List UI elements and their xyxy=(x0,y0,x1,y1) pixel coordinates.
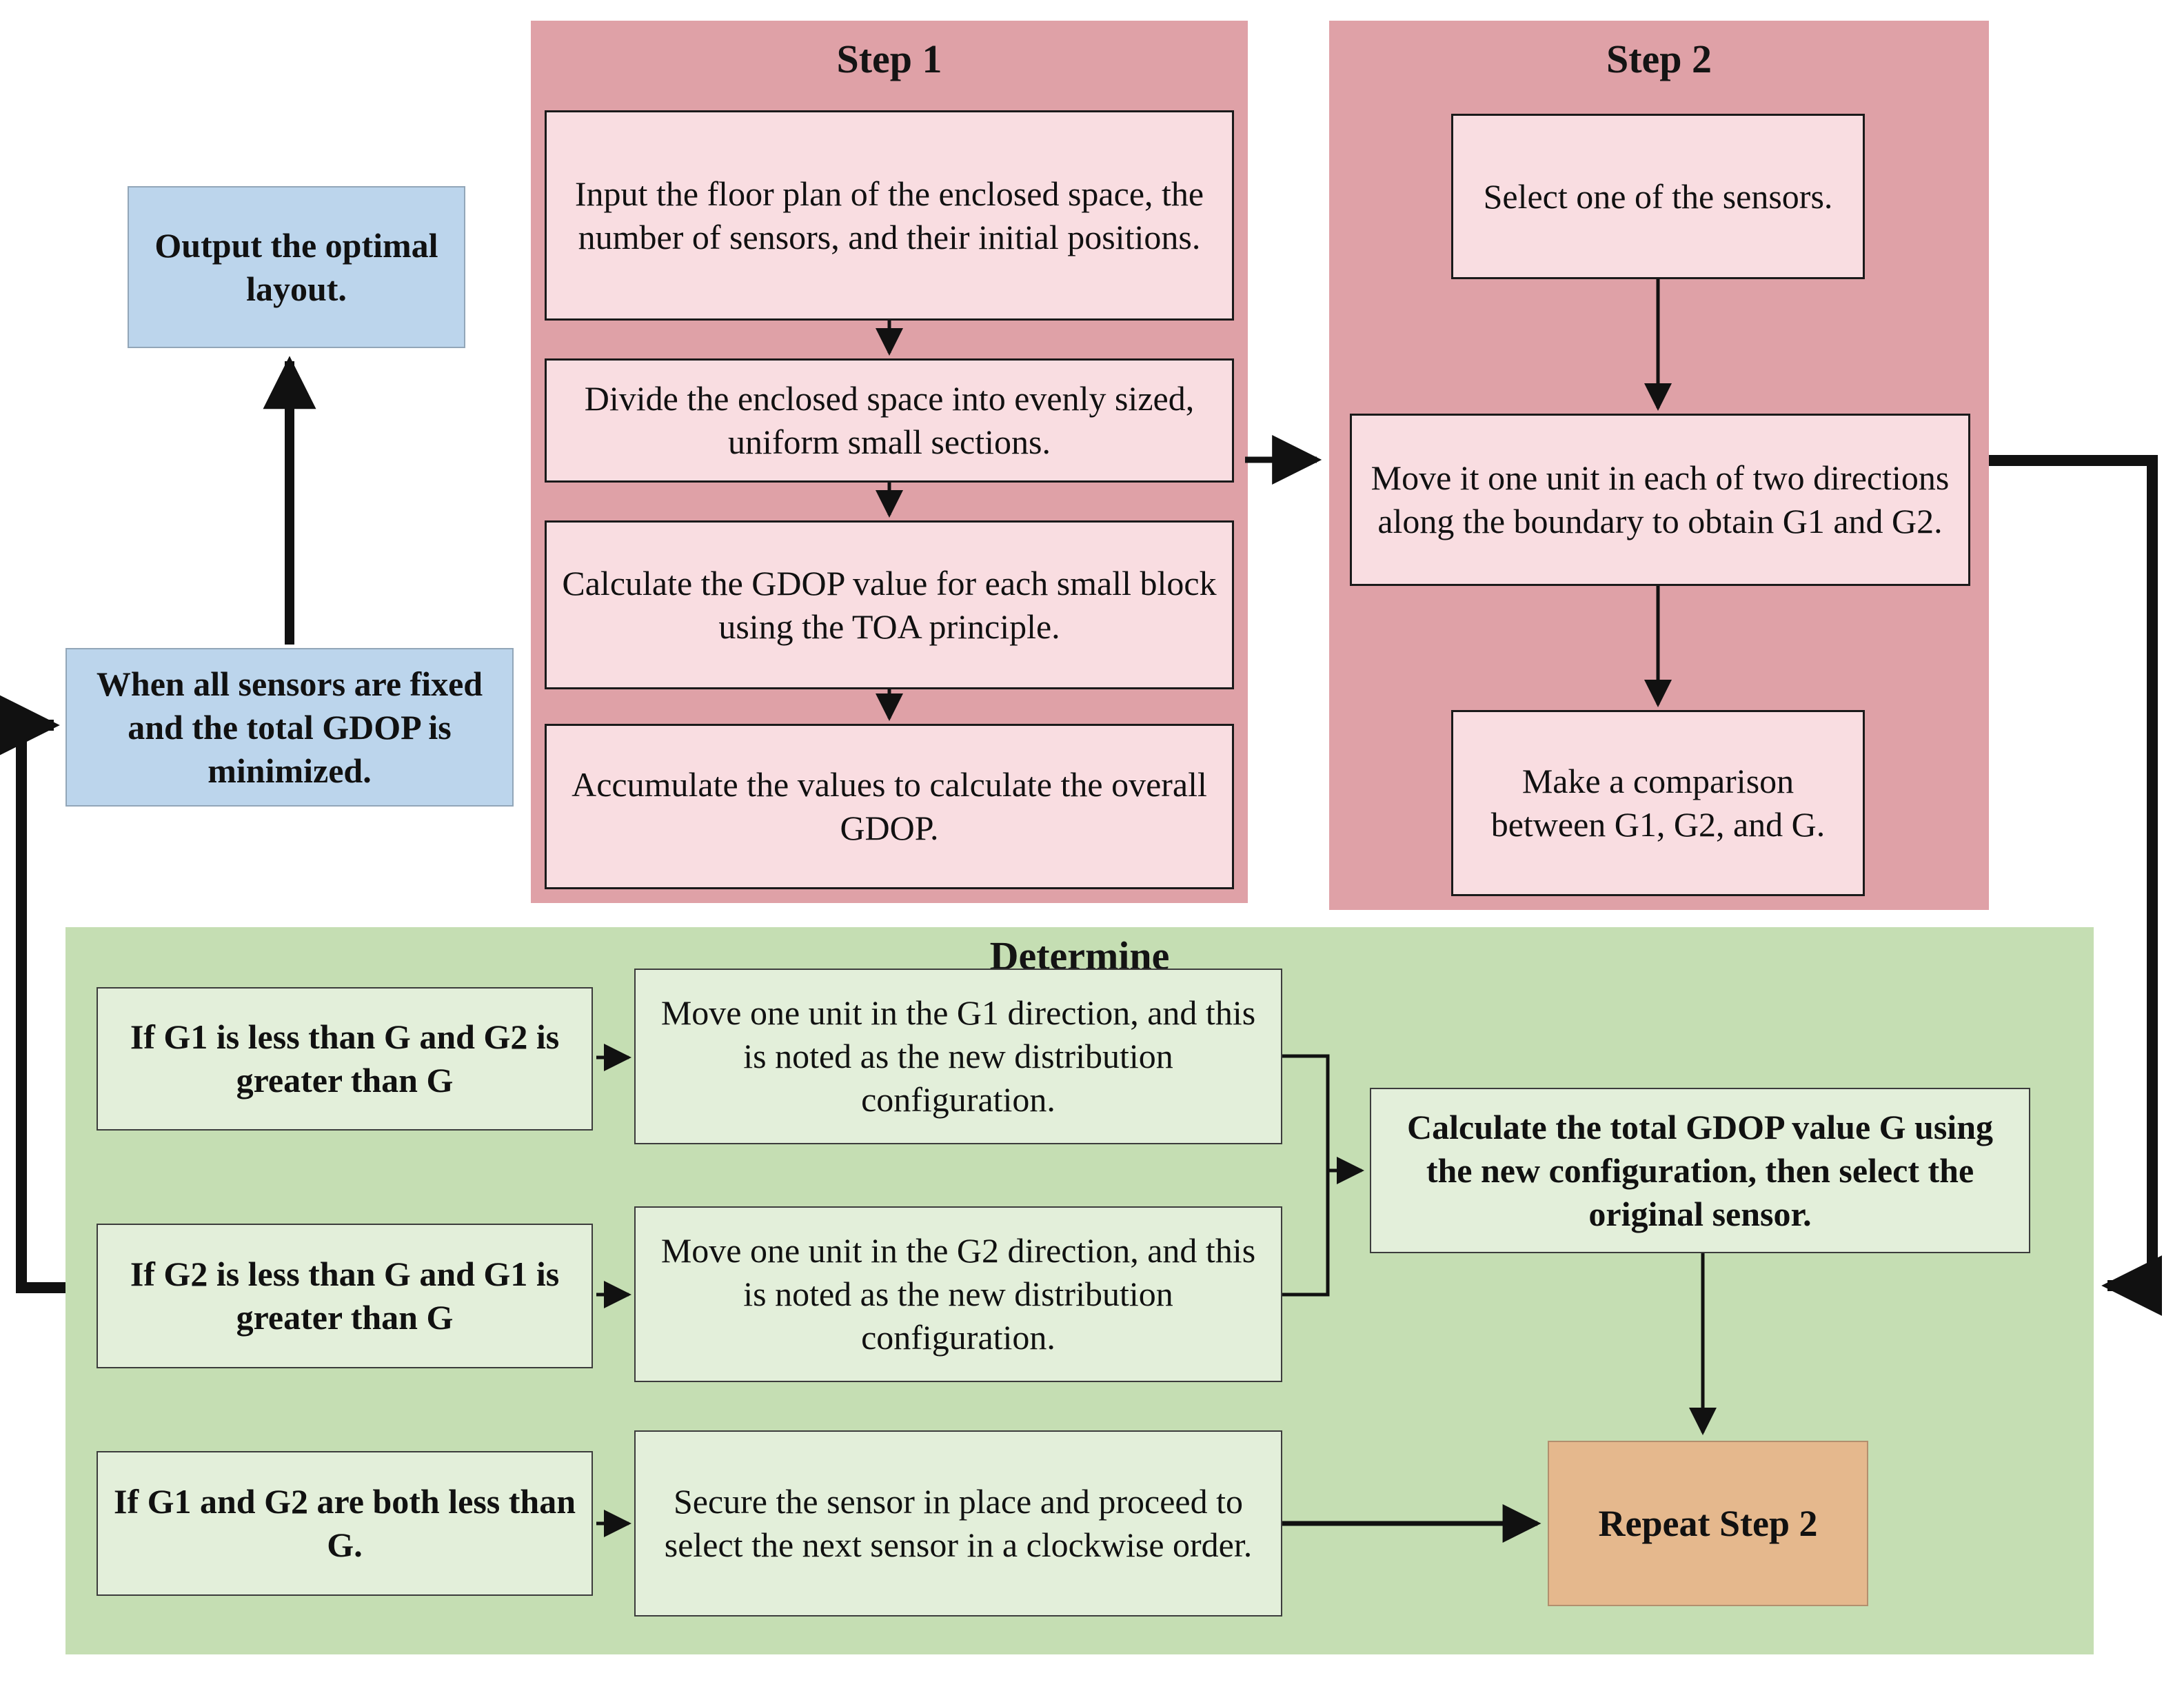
box-input-floorplan: Input the floor plan of the enclosed spa… xyxy=(545,110,1234,321)
action-move-g2: Move one unit in the G2 direction, and t… xyxy=(634,1206,1282,1382)
step1-title: Step 1 xyxy=(836,37,942,81)
loop-determine-to-condition xyxy=(0,695,65,1293)
step2-title: Step 2 xyxy=(1606,37,1712,81)
box-calculate-gdop: Calculate the GDOP value for each small … xyxy=(545,520,1234,689)
condition-g1-less: If G1 is less than G and G2 is greater t… xyxy=(97,987,593,1131)
box-calculate-total-gdop: Calculate the total GDOP value G using t… xyxy=(1370,1088,2030,1253)
box-repeat-step2: Repeat Step 2 xyxy=(1548,1441,1868,1606)
box-move-two-directions: Move it one unit in each of two directio… xyxy=(1350,414,1970,586)
box-select-sensor: Select one of the sensors. xyxy=(1451,114,1865,279)
action-secure-sensor: Secure the sensor in place and proceed t… xyxy=(634,1430,1282,1617)
condition-both-less: If G1 and G2 are both less than G. xyxy=(97,1451,593,1596)
condition-g2-less: If G2 is less than G and G1 is greater t… xyxy=(97,1224,593,1368)
box-loop-condition: When all sensors are fixed and the total… xyxy=(65,648,514,807)
box-divide-space: Divide the enclosed space into evenly si… xyxy=(545,358,1234,483)
box-accumulate-gdop: Accumulate the values to calculate the o… xyxy=(545,724,1234,889)
loop-step2-to-determine xyxy=(1989,455,2163,1316)
action-move-g1: Move one unit in the G1 direction, and t… xyxy=(634,969,1282,1144)
bracket-merge-actions xyxy=(1282,1054,1330,1297)
box-output-layout: Output the optimal layout. xyxy=(128,186,465,348)
box-compare-g1-g2-g: Make a comparison between G1, G2, and G. xyxy=(1451,710,1865,896)
